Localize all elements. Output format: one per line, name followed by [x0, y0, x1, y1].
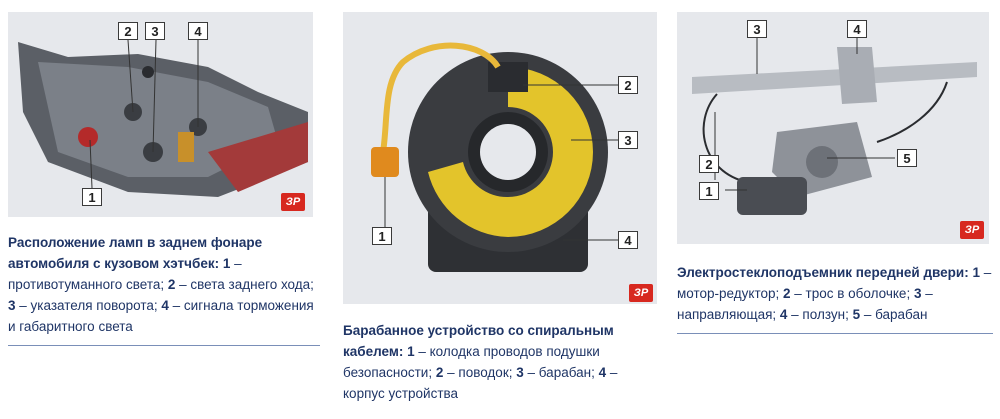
photo-panel-window-regulator: 1 2 3 4 5 ЗР [677, 12, 989, 244]
callout-2: 2 [118, 22, 138, 40]
callout-2: 2 [699, 155, 719, 173]
leader-lines [89, 39, 199, 189]
window-regulator-photo [692, 47, 977, 215]
publisher-logo: ЗР [281, 193, 305, 211]
callout-3: 3 [145, 22, 165, 40]
caption-tail-lamp: Расположение ламп в заднем фонаре автомо… [8, 235, 314, 334]
callout-5: 5 [897, 149, 917, 167]
leader-lines [714, 36, 895, 191]
caption-title: Электростеклоподъемник передней двери: [677, 265, 969, 280]
callout-1: 1 [699, 182, 719, 200]
callout-1: 1 [372, 227, 392, 245]
callout-1: 1 [82, 188, 102, 206]
callout-4: 4 [847, 20, 867, 38]
publisher-logo: ЗР [629, 284, 653, 302]
callout-3: 3 [618, 131, 638, 149]
caption-divider [8, 345, 320, 346]
clock-spring-photo [371, 42, 608, 272]
callout-4: 4 [188, 22, 208, 40]
photo-panel-clock-spring: 1 2 3 4 ЗР [343, 12, 657, 304]
callout-2: 2 [618, 76, 638, 94]
callout-4: 4 [618, 231, 638, 249]
callout-3: 3 [747, 20, 767, 38]
caption-window-regulator: Электростеклоподъемник передней двери: 1… [677, 265, 992, 322]
publisher-logo: ЗР [960, 221, 984, 239]
leader-lines [384, 84, 618, 241]
caption-clock-spring: Барабанное устройство со спиральным кабе… [343, 323, 618, 401]
caption-title: Расположение ламп в заднем фонаре автомо… [8, 235, 263, 271]
caption-title: Барабанное устройство со спиральным кабе… [343, 323, 614, 359]
caption-divider [677, 333, 993, 334]
photo-panel-tail-lamp: 1 2 3 4 ЗР [8, 12, 313, 217]
